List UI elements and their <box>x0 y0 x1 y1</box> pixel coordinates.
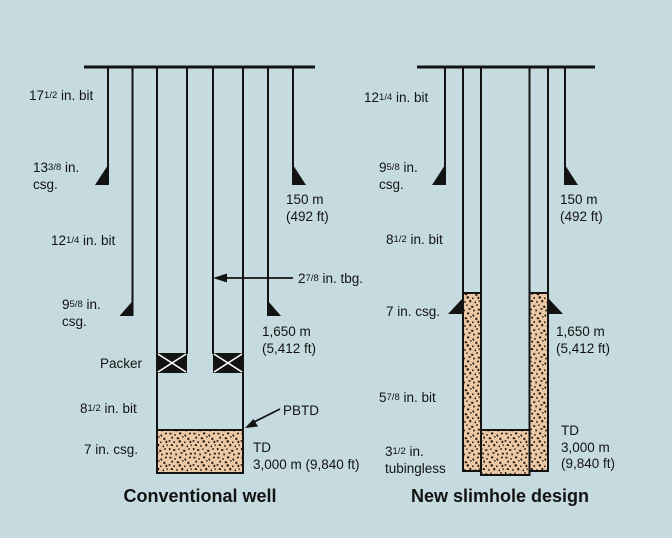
title-conventional-well: Conventional well <box>123 486 277 506</box>
label-conv-td: TD 3,000 m (9,840 ft) <box>253 440 360 472</box>
label-slim-csg-7: 7 in. csg. <box>386 304 441 319</box>
casing-lines <box>107 67 294 473</box>
label-slim-bit-8: 81/2 in. bit <box>386 232 443 247</box>
td-bottom-fill <box>480 429 531 476</box>
label-slim-depth-150m: 150 m (492 ft) <box>560 192 603 224</box>
label-conv-csg-7: 7 in. csg. <box>84 442 139 457</box>
label-conv-bit-12: 121/4 in. bit <box>51 233 116 248</box>
slimhole-well-graphic <box>417 65 595 476</box>
label-slim-tubingless: 31/2 in. tubingless <box>385 444 446 476</box>
label-conv-bit-8: 81/2 in. bit <box>80 401 137 416</box>
cement-column-right <box>528 292 549 472</box>
label-conv-packer: Packer <box>100 356 143 371</box>
conventional-well-graphic <box>84 65 315 474</box>
casing-shoe-icons <box>432 165 578 314</box>
label-slim-depth-1650m: 1,650 m (5,412 ft) <box>556 324 611 356</box>
label-conv-depth-1650m: 1,650 m (5,412 ft) <box>262 324 317 356</box>
label-conv-csg-9: 95/8 in. csg. <box>62 297 101 329</box>
casing-shoe-icons <box>95 165 306 316</box>
packer-left <box>157 353 187 373</box>
label-slim-td: TD 3,000 m (9,840 ft) <box>561 423 616 471</box>
label-slim-bit-12: 121/4 in. bit <box>364 90 429 105</box>
title-new-slimhole-design: New slimhole design <box>410 486 590 506</box>
pbtd-pointer-arrow <box>245 408 281 428</box>
label-conv-csg-13: 133/8 in. csg. <box>33 160 80 192</box>
cement-column-left <box>462 292 482 472</box>
label-conv-pbtd: PBTD <box>283 403 320 418</box>
label-conv-bit-17: 171/2 in. bit <box>29 88 94 103</box>
label-conv-tbg-2: 27/8 in. tbg. <box>298 271 364 286</box>
packer-right <box>213 353 243 373</box>
label-slim-bit-5: 57/8 in. bit <box>379 390 436 405</box>
tbg-pointer-arrow <box>213 273 293 283</box>
label-slim-csg-9: 95/8 in. csg. <box>379 160 418 192</box>
label-conv-depth-150m: 150 m (492 ft) <box>286 192 329 224</box>
td-cement-fill <box>156 429 244 474</box>
